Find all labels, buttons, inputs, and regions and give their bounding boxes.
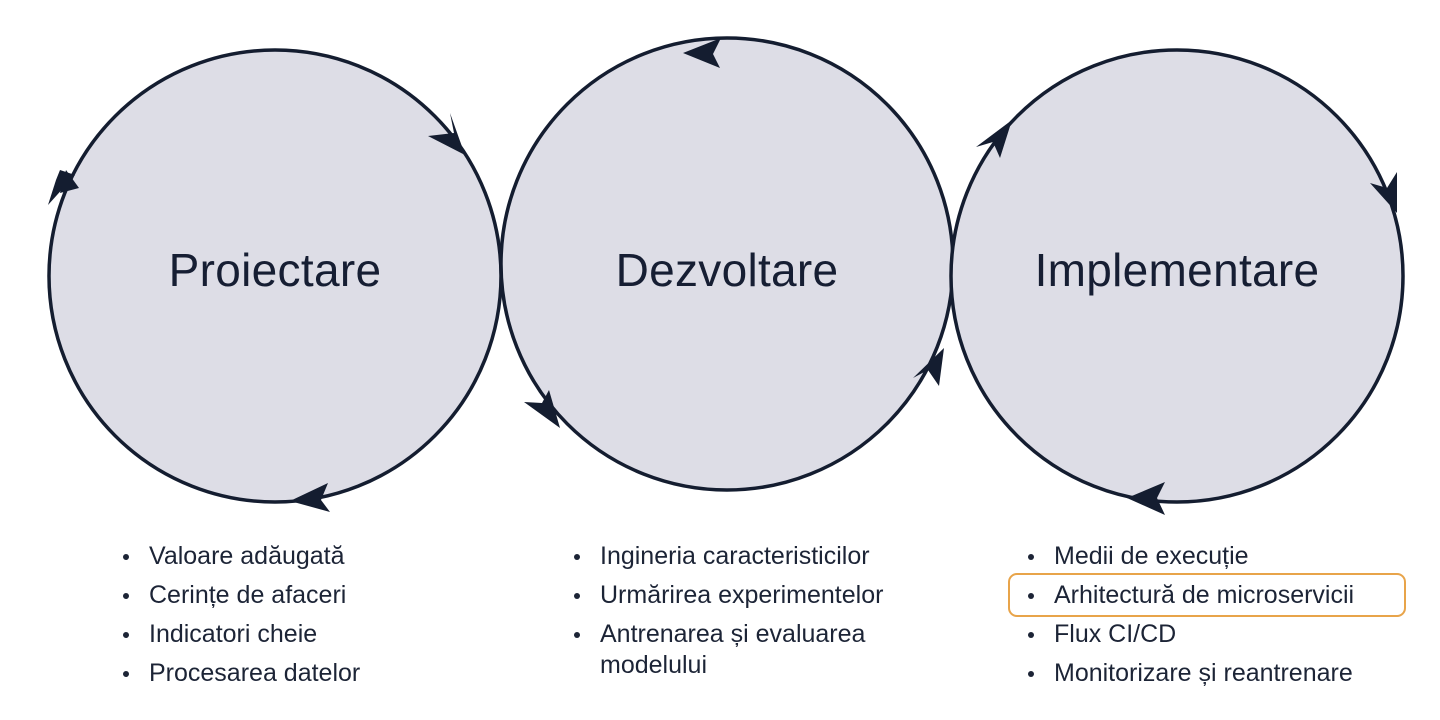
arrow-icon <box>976 120 1012 158</box>
list-item: Flux CI/CD <box>1025 619 1425 650</box>
arrow-icon <box>1127 482 1165 515</box>
design-activities-list: Valoare adăugată Cerințe de afaceri Indi… <box>120 541 460 697</box>
bullet-icon <box>123 671 129 677</box>
deployment-activities-list: Medii de execuție Arhitectură de microse… <box>1008 541 1425 697</box>
list-item: Monitorizare și reantrenare <box>1025 658 1425 689</box>
arrow-icon <box>60 170 79 193</box>
bullet-icon <box>574 632 580 638</box>
list-item-label: Valoare adăugată <box>149 542 345 570</box>
arrow-icon <box>524 390 560 428</box>
list-item: Ingineria caracteristicilor <box>571 541 951 572</box>
bullet-icon <box>1028 554 1034 560</box>
bullet-icon <box>123 593 129 599</box>
arrow-icon <box>913 348 944 386</box>
list-item-label: Procesarea datelor <box>149 659 361 687</box>
bullet-icon <box>123 632 129 638</box>
arrow-icon <box>683 38 721 68</box>
highlighted-list-item: Arhitectură de microservicii <box>1008 573 1425 617</box>
bullet-icon <box>1028 593 1034 599</box>
list-item-label: Monitorizare și reantrenare <box>1054 659 1353 687</box>
arrow-icon <box>428 113 465 155</box>
list-item: Procesarea datelor <box>120 658 460 689</box>
list-item: Cerințe de afaceri <box>120 580 460 611</box>
arrow-icon <box>1370 172 1397 213</box>
deployment-cycle-circle <box>949 48 1405 504</box>
bullet-icon <box>574 554 580 560</box>
list-item-label: Medii de execuție <box>1054 542 1249 570</box>
bullet-icon <box>123 554 129 560</box>
bullet-icon <box>1028 671 1034 677</box>
list-item-label: Ingineria caracteristicilor <box>600 542 870 570</box>
list-item-label: Flux CI/CD <box>1054 620 1177 648</box>
list-item: Antrenarea și evaluarea modelului <box>571 619 951 681</box>
bullet-icon <box>574 593 580 599</box>
list-item-label: Arhitectură de microservicii <box>1054 581 1355 609</box>
list-item-label: Cerințe de afaceri <box>149 581 347 609</box>
list-item: Medii de execuție <box>1025 541 1425 572</box>
arrow-icon <box>290 483 330 512</box>
list-item: Indicatori cheie <box>120 619 460 650</box>
development-activities-list: Ingineria caracteristicilor Urmărirea ex… <box>571 541 951 689</box>
list-item-label: Antrenarea și evaluarea modelului <box>600 620 866 679</box>
phase-title-design: Proiectare <box>168 244 382 296</box>
phase-title-deployment: Implementare <box>1034 244 1320 296</box>
bullet-icon <box>1028 632 1034 638</box>
phase-title-development: Dezvoltare <box>615 244 839 296</box>
list-item: Valoare adăugată <box>120 541 460 572</box>
list-item-label: Urmărirea experimentelor <box>600 581 884 609</box>
list-item: Urmărirea experimentelor <box>571 580 951 611</box>
list-item-label: Indicatori cheie <box>149 620 318 648</box>
